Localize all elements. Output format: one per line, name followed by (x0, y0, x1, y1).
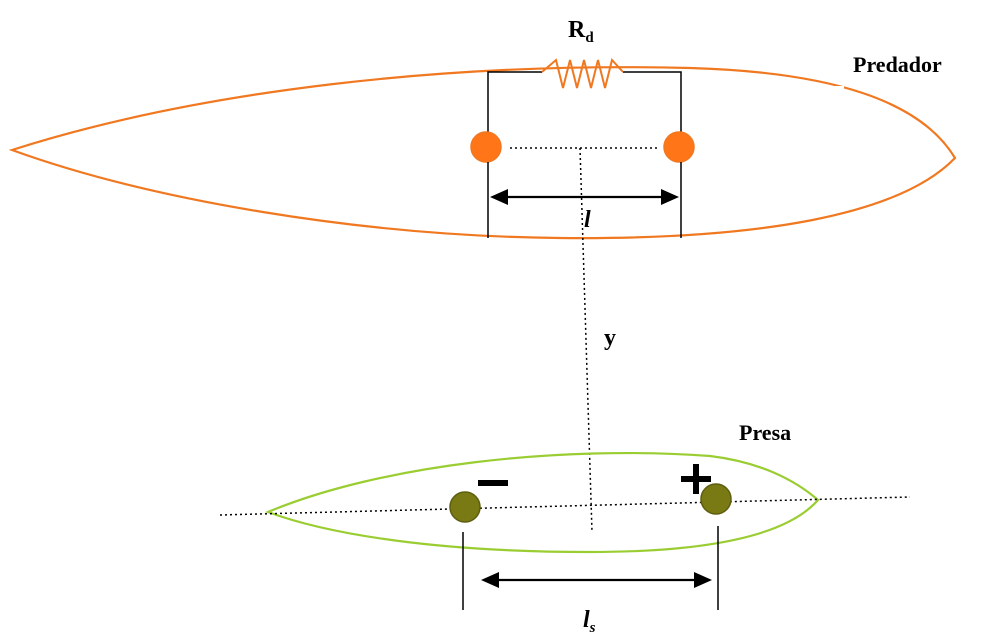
predator-electrode-left (470, 131, 502, 163)
distance-line (579, 147, 593, 533)
prey-electrode-negative (449, 491, 481, 523)
resistor-zigzag (541, 57, 624, 89)
predator-electrode-right (663, 131, 695, 163)
left-wire (487, 71, 542, 132)
prey-body-outline (265, 451, 820, 554)
predator-length-arrow (490, 189, 679, 205)
plus-sign (681, 464, 711, 494)
resistor-circuit (487, 71, 682, 132)
prey-electrode-positive (700, 483, 732, 515)
predator-label: Predador (853, 52, 942, 77)
right-wire (623, 71, 682, 132)
prey-arrowhead-left (481, 572, 499, 588)
predator-arrowhead-left (490, 189, 508, 205)
prey-body-axis (219, 496, 911, 516)
predator-body-outline (8, 66, 957, 240)
prey-length-arrow (481, 572, 712, 588)
distance-label: y (604, 325, 616, 351)
predator-outline-gap (834, 86, 844, 94)
prey-label: Presa (739, 420, 791, 445)
prey-length-label: ls (583, 607, 596, 634)
prey-arrowhead-right (694, 572, 712, 588)
resistor-label: Rd (568, 17, 594, 46)
predator-arrowhead-right (661, 189, 679, 205)
predator-length-label: l (584, 207, 591, 233)
minus-sign (478, 480, 508, 486)
